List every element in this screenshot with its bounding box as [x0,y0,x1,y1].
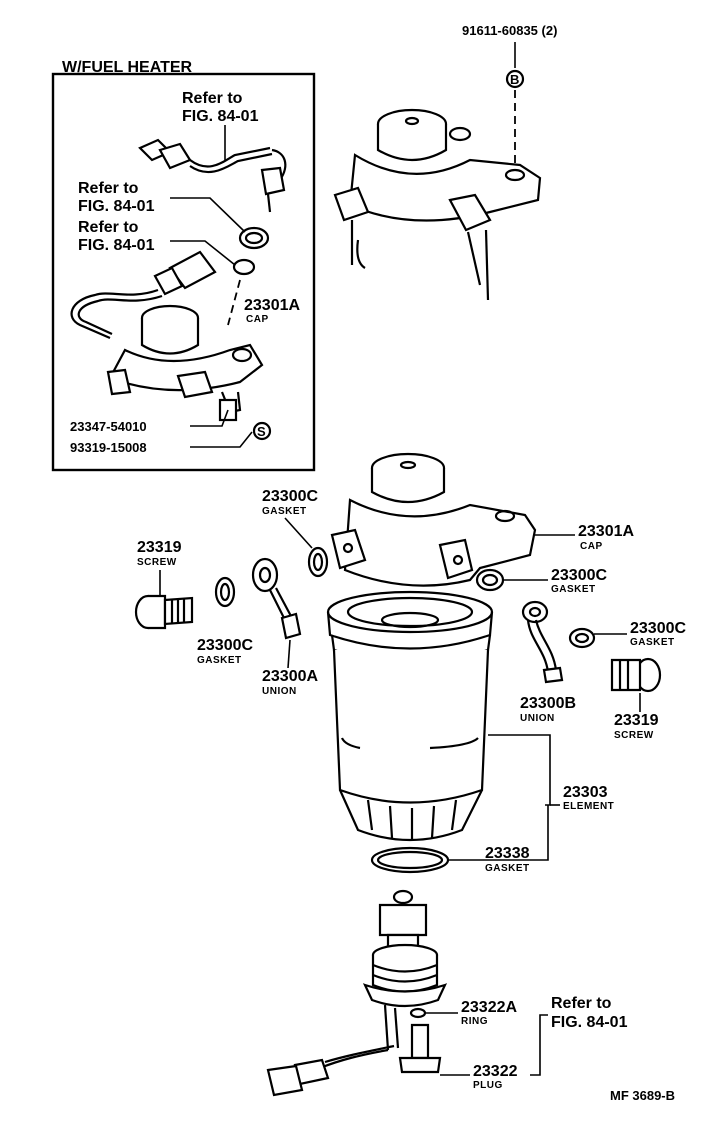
top-cap-assembly: 91611-60835 (2) B [333,23,557,301]
symbol-b: B [510,72,519,87]
symbol-s-circle [252,421,272,441]
gasket-top-number: 23300C [262,488,318,505]
gasket-left [214,576,236,608]
leader-ref-bottom [530,1014,548,1076]
top-bolt-number: 91611-60835 (2) [462,23,557,38]
symbol-b-circle [505,69,525,89]
gasket-right-a [475,568,505,592]
leader-part-a [190,409,229,427]
element-number: 23303 [563,784,608,801]
leader-element [488,734,551,806]
heater-connector-upper [138,138,287,213]
inset-title: W/FUEL HEATER [62,59,193,76]
leader-gasket-bottom [448,805,549,861]
leader-ref-2 [170,197,246,233]
filter-element [326,590,494,842]
gasket-right-b [568,627,596,649]
gasket-bottom-name: GASKET [485,863,530,874]
ref-bottom-line2: FIG. 84-01 [551,1014,628,1031]
gasket-bottom-number: 23338 [485,845,530,862]
symbol-s: S [257,424,266,439]
screw-left [134,594,194,630]
leader-union-left [287,639,291,669]
ring-name: RING [461,1016,488,1027]
screw-right-number: 23319 [614,712,659,729]
cap-name: CAP [580,541,603,552]
inset-ref-1-line1: Refer to [182,90,243,107]
gasket-right-b-name: GASKET [630,637,675,648]
inset-dash-line [227,279,241,326]
heater-connector-lower [70,250,217,340]
gasket-top-name: GASKET [262,506,307,517]
inset-cap-number: 23301A [244,297,300,314]
screw-left-name: SCREW [137,557,177,568]
union-left-number: 23300A [262,668,318,685]
plug-number: 23322 [473,1063,518,1080]
leader-gasket-top [284,517,313,549]
fuel-heater-inset: W/FUEL HEATER Refer to FIG. 84-01 Refer … [51,59,316,472]
gasket-top [307,546,329,578]
union-right-name: UNION [520,713,555,724]
inset-ref-2-line2: FIG. 84-01 [78,198,155,215]
leader-part-b [190,431,253,448]
inset-ref-3-line2: FIG. 84-01 [78,237,155,254]
gasket-right-b-number: 23300C [630,620,686,637]
gasket-left-number: 23300C [197,637,253,654]
gasket-right-a-number: 23300C [551,567,607,584]
inset-gasket-upper [238,226,270,250]
union-left-name: UNION [262,686,297,697]
gasket-right-a-name: GASKET [551,584,596,595]
inset-ref-2-line1: Refer to [78,180,139,197]
gasket-left-name: GASKET [197,655,242,666]
inset-part-b: 93319-15008 [70,440,147,455]
union-left [251,557,302,640]
cap-number: 23301A [578,523,634,540]
water-sensor-assembly [266,889,448,1097]
diagram-code: MF 3689-B [610,1088,675,1103]
element-name: ELEMENT [563,801,614,812]
screw-left-number: 23319 [137,539,182,556]
leader-ref-3 [170,240,236,266]
inset-ref-3-line1: Refer to [78,219,139,236]
inset-ref-1-line2: FIG. 84-01 [182,108,259,125]
screw-right-name: SCREW [614,730,654,741]
inset-cap-name: CAP [246,314,269,325]
inset-cap-body [106,304,264,422]
union-right-number: 23300B [520,695,576,712]
ref-bottom-line1: Refer to [551,995,612,1012]
plug-name: PLUG [473,1080,503,1091]
ring-number: 23322A [461,999,517,1016]
main-cap [330,452,537,587]
union-right [521,600,564,684]
inset-part-a: 23347-54010 [70,419,147,434]
inset-frame [51,72,316,472]
inset-gasket-lower [232,258,256,276]
screw-right [610,657,662,693]
